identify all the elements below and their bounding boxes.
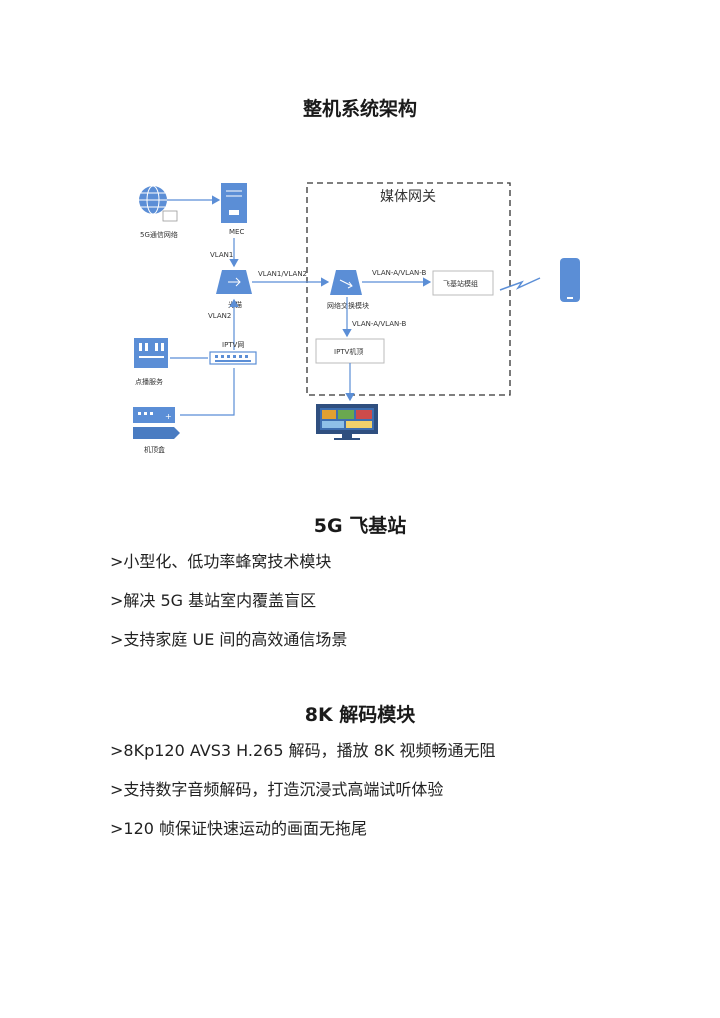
phone-icon	[560, 258, 580, 302]
bullet-item: >8Kp120 AVS3 H.265 解码，播放 8K 视频畅通无阻	[110, 741, 496, 760]
label-optical: 光猫	[228, 300, 242, 309]
server-icon	[221, 183, 247, 223]
page-title: 整机系统架构	[302, 98, 417, 120]
bullet-item: >支持家庭 UE 间的高效通信场景	[110, 630, 348, 649]
switch-module-icon	[330, 270, 362, 295]
label-vlan-ab-top: VLAN-A/VLAN-B	[372, 269, 427, 277]
label-iptv-stb: IPTV机顶	[334, 347, 363, 356]
vod-server-icon	[134, 338, 168, 368]
femto-module-box	[432, 270, 494, 296]
bullet-item: >支持数字音频解码，打造沉浸式高端试听体验	[110, 780, 444, 799]
label-vlan2: VLAN2	[208, 312, 231, 320]
tv-monitor-icon	[316, 404, 378, 440]
globe-icon	[139, 185, 178, 222]
label-stb: 机顶盒	[144, 445, 165, 454]
wireless-signal-icon	[499, 277, 541, 291]
router-icon	[216, 270, 252, 294]
gateway-label: 媒体网关	[380, 189, 436, 205]
section-title-8k-decoder: 8K 解码模块	[304, 704, 416, 726]
set-top-box-icon: +	[133, 407, 180, 439]
bullet-item: >120 帧保证快速运动的画面无拖尾	[110, 819, 368, 838]
svg-text:+: +	[165, 412, 172, 421]
label-5g-network: 5G通信网络	[140, 230, 178, 239]
label-vlan1: VLAN1	[210, 251, 233, 259]
media-gateway-box	[306, 182, 511, 396]
bullet-item: >小型化、低功率蜂窝技术模块	[110, 552, 332, 571]
label-mec: MEC	[229, 228, 244, 236]
label-femto: 飞基站模组	[443, 279, 478, 288]
label-switch: 网络交换模块	[327, 301, 369, 310]
bullet-item: >解决 5G 基站室内覆盖盲区	[110, 591, 317, 610]
label-vlan-ab-down: VLAN-A/VLAN-B	[352, 320, 407, 328]
label-vlan12: VLAN1/VLAN2	[258, 270, 307, 278]
switch-hub-icon	[209, 351, 257, 365]
system-architecture-diagram: 媒体网关 5G通信网络 MEC VLAN1 光猫 VLAN1/VLAN2 VLA…	[133, 182, 580, 454]
label-iptv-net: IPTV网	[222, 341, 244, 349]
section-title-5g-femtocell: 5G 飞基站	[313, 515, 407, 537]
label-vod: 点播服务	[135, 377, 163, 386]
link-stb-iptv	[180, 368, 235, 416]
